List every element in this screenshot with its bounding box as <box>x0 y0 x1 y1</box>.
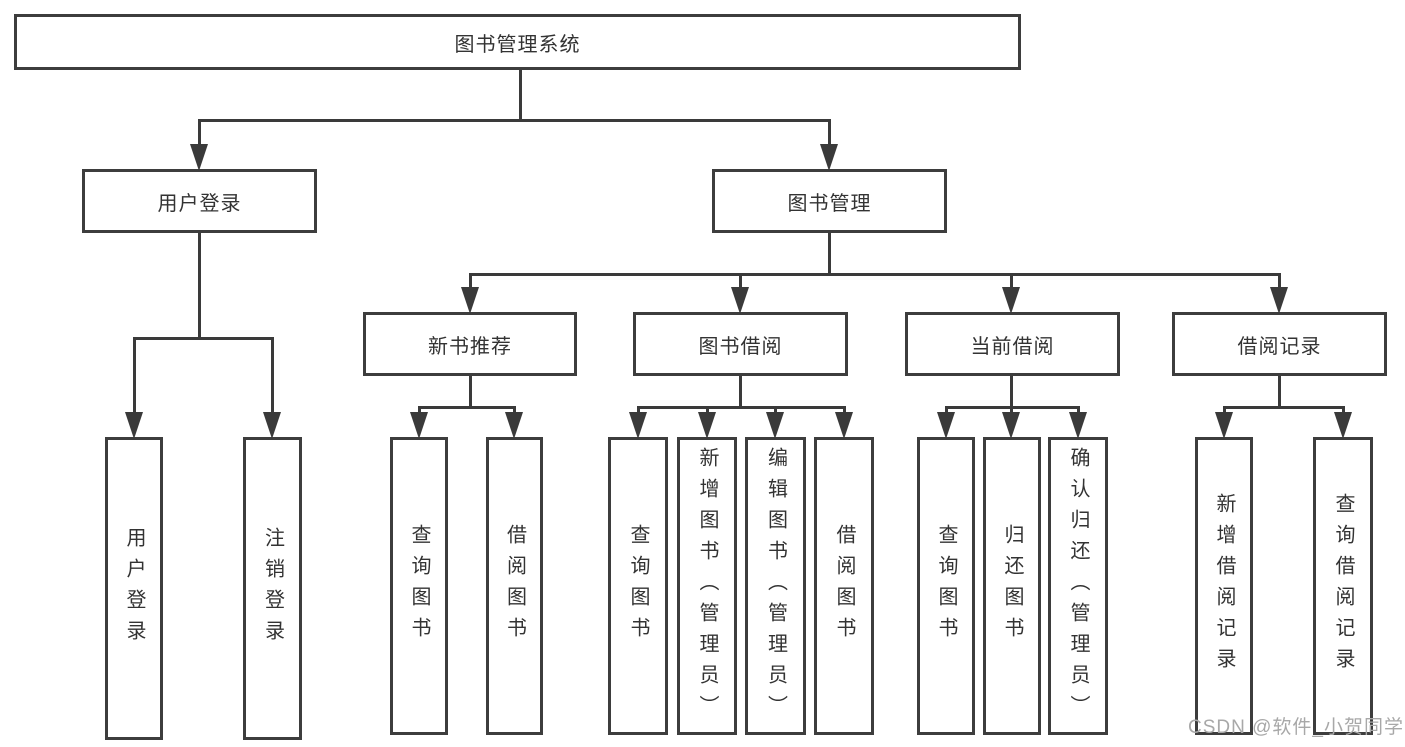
node-label: 借阅图书 <box>833 524 855 648</box>
node-leaf-bb-add: 新增图书（管理员） <box>677 437 737 735</box>
arrowhead-icon <box>1069 412 1087 439</box>
node-label: 归还图书 <box>1001 524 1023 648</box>
node-label: 图书管理 <box>787 192 872 215</box>
node-label: 借阅图书 <box>503 524 526 648</box>
node-label: 图书管理系统 <box>454 33 581 56</box>
connector-bar <box>132 337 274 340</box>
arrowhead-icon <box>461 287 479 314</box>
node-leaf-bb-borrow: 借阅图书 <box>814 437 874 735</box>
node-leaf-cb-confirm: 确认归还（管理员） <box>1048 437 1108 735</box>
node-leaf-nbr-query: 查询图书 <box>390 437 448 735</box>
node-book-mgmt: 图书管理 <box>712 169 947 233</box>
arrowhead-icon <box>629 412 647 439</box>
connector-trunk <box>468 376 472 409</box>
connector-bar <box>197 119 831 122</box>
node-label: 新书推荐 <box>428 335 512 358</box>
node-leaf-user-login: 用户登录 <box>105 437 163 740</box>
node-label: 当前借阅 <box>970 335 1055 358</box>
arrowhead-icon <box>410 412 428 439</box>
node-current-borrow: 当前借阅 <box>905 312 1120 376</box>
connector-stub <box>827 119 831 144</box>
connector-bar <box>417 406 516 409</box>
node-leaf-bb-edit: 编辑图书（管理员） <box>745 437 806 735</box>
connector-trunk <box>197 233 201 340</box>
arrowhead-icon <box>1270 287 1288 314</box>
connector-stub <box>468 273 472 287</box>
node-label: 查询图书 <box>408 524 430 648</box>
connector-stub <box>512 406 516 412</box>
connector-stub <box>944 406 948 412</box>
arrowhead-icon <box>1002 287 1020 314</box>
connector-stub <box>636 406 640 412</box>
arrowhead-icon <box>731 287 749 314</box>
arrowhead-icon <box>1215 412 1233 439</box>
connector-bar <box>636 406 846 409</box>
node-label: 新增图书（管理员） <box>696 446 718 726</box>
connector-stub <box>1277 273 1281 287</box>
connector-stub <box>270 337 274 412</box>
connector-stub <box>705 406 709 412</box>
connector-trunk <box>1277 376 1281 409</box>
node-label: 确认归还（管理员） <box>1067 446 1089 726</box>
node-root: 图书管理系统 <box>14 14 1021 70</box>
node-leaf-cb-query: 查询图书 <box>917 437 975 735</box>
arrowhead-icon <box>766 412 784 439</box>
connector-trunk <box>738 376 742 409</box>
connector-stub <box>1009 406 1013 412</box>
node-label: 借阅记录 <box>1237 335 1322 358</box>
connector-stub <box>1076 406 1080 412</box>
arrowhead-icon <box>820 144 838 171</box>
connector-trunk <box>518 70 522 122</box>
node-leaf-br-query: 查询借阅记录 <box>1313 437 1373 735</box>
arrowhead-icon <box>263 412 281 439</box>
node-new-book-rec: 新书推荐 <box>363 312 577 376</box>
node-label: 注销登录 <box>261 526 284 651</box>
connector-stub <box>1222 406 1226 412</box>
arrowhead-icon <box>1334 412 1352 439</box>
node-leaf-br-add: 新增借阅记录 <box>1195 437 1253 735</box>
arrowhead-icon <box>190 144 208 171</box>
connector-stub <box>773 406 777 412</box>
arrowhead-icon <box>125 412 143 439</box>
node-label: 查询图书 <box>935 524 957 648</box>
connector-bar <box>1222 406 1345 409</box>
node-leaf-cb-return: 归还图书 <box>983 437 1041 735</box>
arrowhead-icon <box>1002 412 1020 439</box>
node-label: 新增借阅记录 <box>1213 493 1235 679</box>
node-leaf-bb-query: 查询图书 <box>608 437 668 735</box>
connector-stub <box>738 273 742 287</box>
connector-stub <box>132 337 136 412</box>
connector-bar <box>468 273 1281 276</box>
arrowhead-icon <box>698 412 716 439</box>
node-label: 查询图书 <box>627 524 649 648</box>
connector-stub <box>842 406 846 412</box>
node-label: 图书借阅 <box>698 335 783 358</box>
watermark: CSDN @软件_小贺同学 <box>1188 717 1404 738</box>
connector-trunk <box>827 233 831 276</box>
connector-stub <box>1341 406 1345 412</box>
node-user-login: 用户登录 <box>82 169 317 233</box>
node-label: 用户登录 <box>123 526 145 651</box>
node-label: 用户登录 <box>157 192 242 215</box>
connector-trunk <box>1009 376 1013 409</box>
node-leaf-logout: 注销登录 <box>243 437 302 740</box>
connector-stub <box>417 406 421 412</box>
node-book-borrow: 图书借阅 <box>633 312 848 376</box>
arrowhead-icon <box>505 412 523 439</box>
arrowhead-icon <box>835 412 853 439</box>
node-label: 查询借阅记录 <box>1332 493 1354 679</box>
node-label: 编辑图书（管理员） <box>764 446 787 726</box>
node-borrow-records: 借阅记录 <box>1172 312 1387 376</box>
node-leaf-nbr-borrow: 借阅图书 <box>486 437 543 735</box>
connector-stub <box>197 119 201 144</box>
connector-stub <box>1009 273 1013 287</box>
arrowhead-icon <box>937 412 955 439</box>
